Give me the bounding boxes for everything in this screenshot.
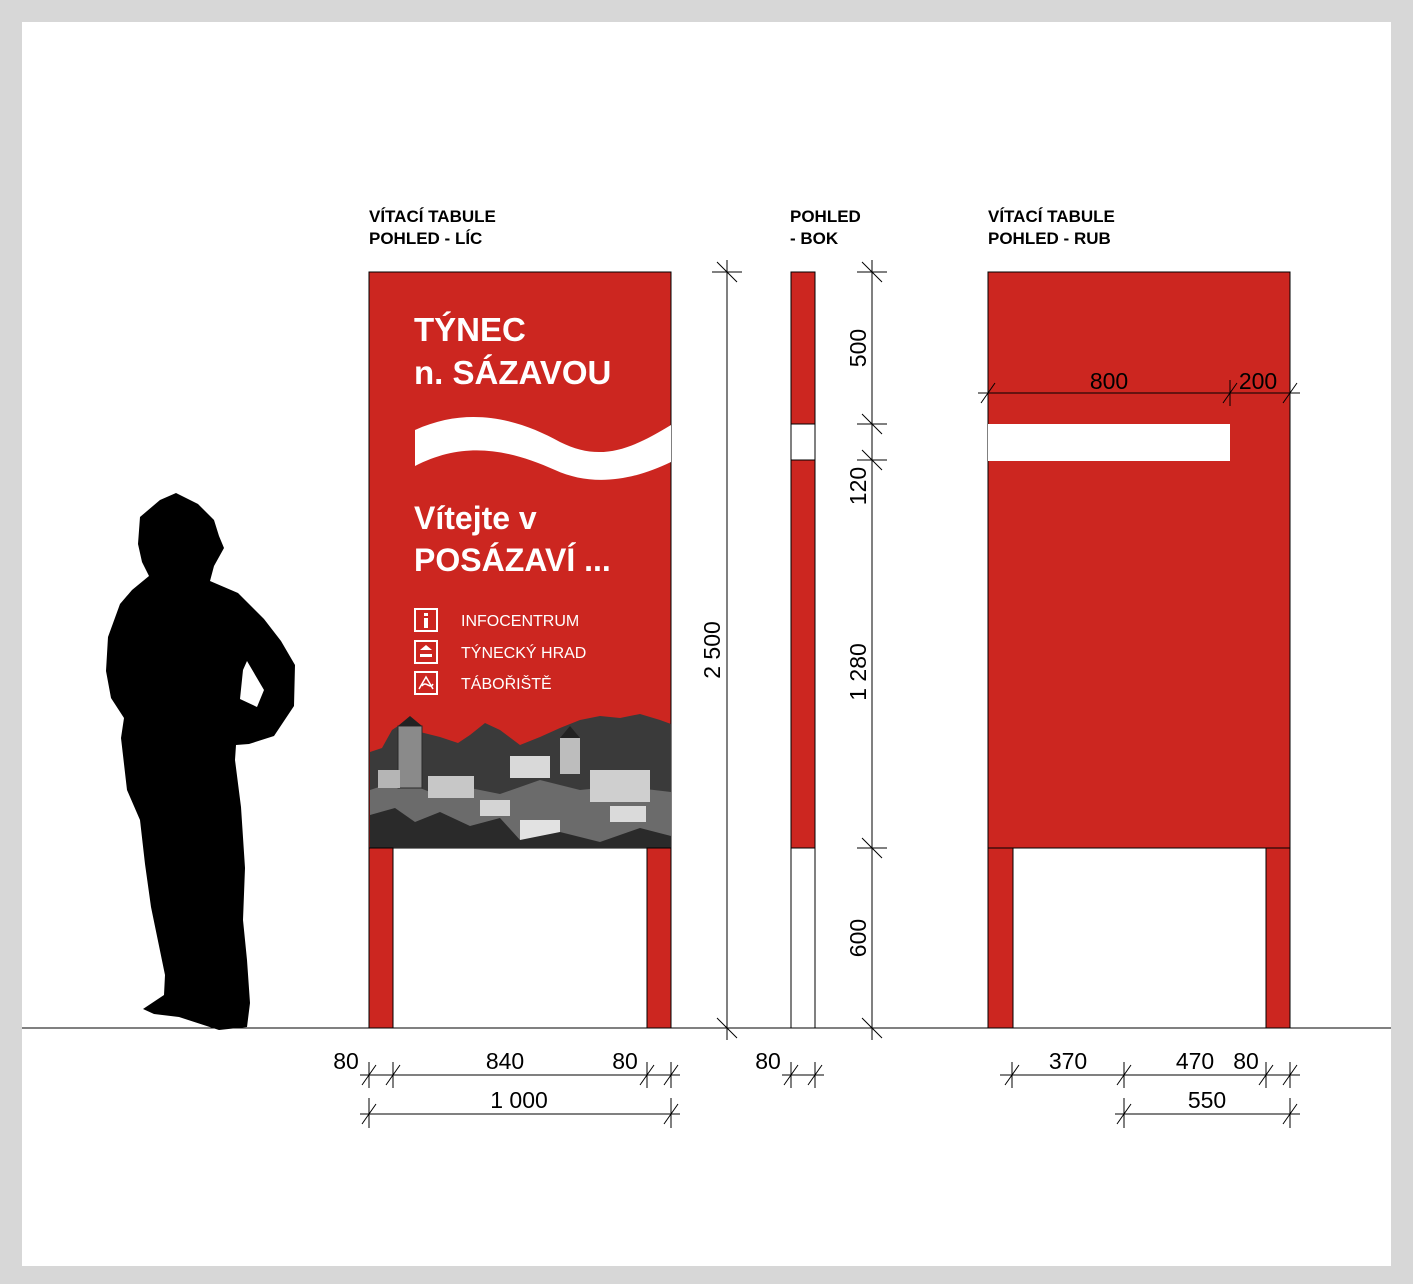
tent-icon: [414, 671, 438, 695]
back-strip-dimensions: [978, 380, 1300, 406]
dim-front-height: 2 500: [699, 621, 725, 679]
back-sign: [987, 271, 1291, 1029]
dim-back-total: 550: [1188, 1087, 1226, 1113]
dim-side-top: 500: [845, 329, 871, 367]
front-post-right: [646, 847, 672, 1029]
side-view-title-line2: - BOK: [790, 229, 839, 248]
sign-welcome-line2: POSÁZAVÍ ...: [414, 542, 611, 578]
dim-side-legs: 600: [845, 919, 871, 957]
sign-town-line2: n. SÁZAVOU: [414, 354, 611, 391]
front-view-title-line1: VÍTACÍ TABULE: [369, 207, 496, 226]
person-silhouette: [106, 493, 295, 1030]
front-view-title-line2: POHLED - LÍC: [369, 229, 482, 248]
back-post-right: [1265, 847, 1291, 1029]
sign-item-label-hrad: TÝNECKÝ HRAD: [461, 643, 586, 662]
side-view-title-line1: POHLED: [790, 207, 861, 226]
river-wave-graphic: [415, 417, 671, 480]
info-icon: [414, 608, 438, 632]
dim-back-strip-rest: 200: [1239, 368, 1277, 394]
dim-side-depth: 80: [755, 1048, 781, 1074]
sign-welcome-line1: Vítejte v: [414, 500, 537, 536]
dim-back-strip-length: 800: [1090, 368, 1128, 394]
back-width-dimensions: [1000, 1062, 1300, 1128]
dim-side-strip: 120: [845, 467, 871, 505]
side-sign: [790, 271, 816, 1029]
side-depth-dimension: [782, 1062, 824, 1088]
frame-notch: [1290, 0, 1413, 8]
dim-back-b: 470: [1176, 1048, 1214, 1074]
town-photo: [370, 714, 671, 848]
back-view-title-line1: VÍTACÍ TABULE: [988, 207, 1115, 226]
front-sign: TÝNEC n. SÁZAVOU Vítejte v POSÁZAVÍ ... …: [368, 271, 672, 1029]
sign-town-line1: TÝNEC: [414, 311, 526, 348]
sign-item-label-taboriste: TÁBOŘIŠTĚ: [461, 674, 552, 693]
dim-back-c: 80: [1233, 1048, 1259, 1074]
dim-front-gap: 840: [486, 1048, 524, 1074]
dim-back-a: 370: [1049, 1048, 1087, 1074]
castle-icon: [414, 640, 438, 664]
sign-item-label-infocentrum: INFOCENTRUM: [461, 613, 579, 630]
front-height-dimension: [712, 260, 742, 1040]
side-height-dimensions: [857, 260, 887, 1040]
front-width-dimensions: [360, 1062, 680, 1128]
dim-front-total: 1 000: [490, 1087, 548, 1113]
back-white-strip: [988, 424, 1230, 461]
dim-front-post-right: 80: [612, 1048, 638, 1074]
front-post-left: [368, 847, 394, 1029]
dim-side-panel: 1 280: [845, 643, 871, 701]
back-sign-panel: [987, 271, 1291, 849]
back-post-left: [987, 847, 1014, 1029]
dim-front-post-left: 80: [333, 1048, 359, 1074]
back-view-title-line2: POHLED - RUB: [988, 229, 1111, 248]
